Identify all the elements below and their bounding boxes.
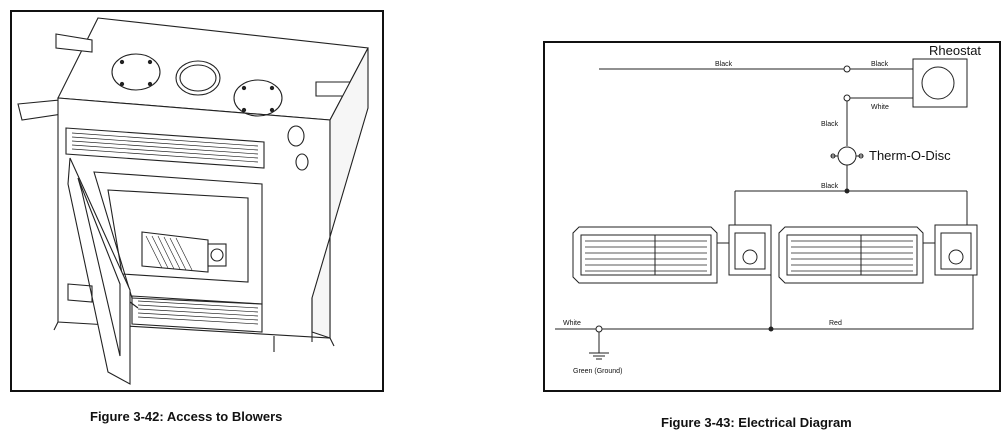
stove-drawing bbox=[17, 17, 369, 385]
caption-electrical-diagram: Figure 3-43: Electrical Diagram bbox=[661, 415, 852, 430]
top-port-center bbox=[175, 60, 221, 96]
label-white-rheostat: White bbox=[871, 104, 889, 111]
open-door bbox=[67, 157, 131, 385]
label-black-low: Black bbox=[821, 183, 839, 190]
blower-left bbox=[572, 224, 772, 284]
label-rheostat: Rheostat bbox=[929, 43, 981, 58]
blower-access-illustration bbox=[10, 10, 384, 392]
label-black-mid: Black bbox=[821, 121, 839, 128]
label-thermo-disc: Therm-O-Disc bbox=[869, 148, 951, 163]
label-red: Red bbox=[829, 320, 842, 327]
top-port-right bbox=[233, 79, 283, 117]
label-green-ground: Green (Ground) bbox=[573, 368, 622, 375]
label-black-top: Black bbox=[715, 61, 733, 68]
electrical-diagram: Black Black White Rheostat Black Therm-O… bbox=[543, 41, 1001, 392]
blower-unit bbox=[141, 231, 227, 273]
wiring-schematic: Black Black White Rheostat Black Therm-O… bbox=[555, 43, 981, 375]
label-black-rheostat: Black bbox=[871, 61, 889, 68]
top-port-left bbox=[111, 53, 161, 91]
caption-access-to-blowers: Figure 3-42: Access to Blowers bbox=[90, 409, 283, 424]
thermo-disc-switch bbox=[830, 146, 864, 166]
label-white-left: White bbox=[563, 320, 581, 327]
blower-right bbox=[778, 224, 978, 284]
